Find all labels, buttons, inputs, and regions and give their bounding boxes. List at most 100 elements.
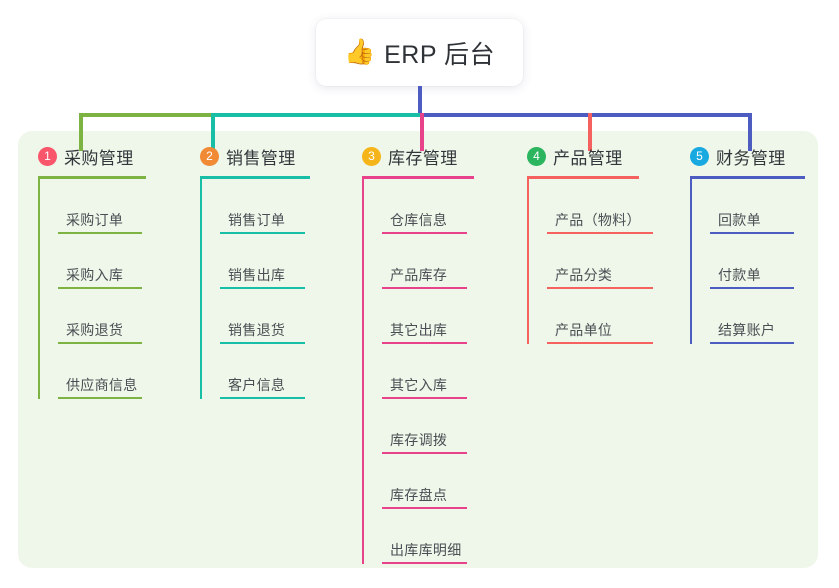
leaf-label: 回款单 <box>718 212 761 228</box>
list-item[interactable]: 产品（物料） <box>547 179 682 234</box>
leaf-spine-2 <box>200 179 202 399</box>
leaf-label: 销售出库 <box>228 267 286 283</box>
branch-badge-3: 3 <box>362 146 381 166</box>
branch-rule-5 <box>690 176 805 179</box>
branch-column-4: 4 产品管理 产品（物料） 产品分类 产品单位 <box>527 143 682 344</box>
branch-title-1: 采购管理 <box>64 148 134 168</box>
leaf-rule <box>382 232 467 234</box>
list-item[interactable]: 销售出库 <box>220 234 348 289</box>
leaf-rule <box>220 287 305 289</box>
bus-segment-teal <box>211 113 420 117</box>
list-item[interactable]: 销售退货 <box>220 289 348 344</box>
branch-rule-1 <box>38 176 146 179</box>
leaf-label: 库存调拨 <box>390 432 448 448</box>
leaf-rule <box>382 397 467 399</box>
leaf-label: 其它出库 <box>390 322 448 338</box>
leaf-rule <box>382 342 467 344</box>
leaf-label: 采购入库 <box>66 267 124 283</box>
branch-header-3[interactable]: 3 库存管理 <box>362 143 512 169</box>
list-item[interactable]: 结算账户 <box>710 289 835 344</box>
leaf-list-3: 仓库信息 产品库存 其它出库 其它入库 库存调拨 库存盘点 出库库明细 <box>362 179 512 564</box>
leaf-label: 销售订单 <box>228 212 286 228</box>
branch-column-5: 5 财务管理 回款单 付款单 结算账户 <box>690 143 835 344</box>
list-item[interactable]: 采购订单 <box>58 179 188 234</box>
list-item[interactable]: 产品单位 <box>547 289 682 344</box>
branch-title-2: 销售管理 <box>226 148 296 168</box>
list-item[interactable]: 库存盘点 <box>382 454 512 509</box>
bus-segment-green <box>79 113 211 117</box>
leaf-spine-5 <box>690 179 692 344</box>
leaf-rule <box>710 342 794 344</box>
branch-column-3: 3 库存管理 仓库信息 产品库存 其它出库 其它入库 库存调拨 库存盘点 <box>362 143 512 564</box>
list-item[interactable]: 仓库信息 <box>382 179 512 234</box>
leaf-rule <box>710 287 794 289</box>
leaf-rule <box>220 232 305 234</box>
bus-segment-blue <box>420 113 752 117</box>
leaf-spine-4 <box>527 179 529 344</box>
leaf-spine-3 <box>362 179 364 564</box>
list-item[interactable]: 客户信息 <box>220 344 348 399</box>
leaf-rule <box>58 397 142 399</box>
drop-connector-5 <box>748 113 752 151</box>
list-item[interactable]: 产品库存 <box>382 234 512 289</box>
drop-connector-2 <box>211 113 215 151</box>
branch-header-4[interactable]: 4 产品管理 <box>527 143 682 169</box>
leaf-rule <box>382 287 467 289</box>
leaf-rule <box>710 232 794 234</box>
branch-badge-5: 5 <box>690 146 709 166</box>
root-stem-connector <box>418 86 422 114</box>
leaf-label: 库存盘点 <box>390 487 448 503</box>
leaf-rule <box>220 397 305 399</box>
leaf-list-4: 产品（物料） 产品分类 产品单位 <box>527 179 682 344</box>
branch-badge-4: 4 <box>527 146 546 166</box>
list-item[interactable]: 回款单 <box>710 179 835 234</box>
leaf-label: 出库库明细 <box>390 542 462 558</box>
leaf-label: 产品（物料） <box>555 212 641 228</box>
leaf-rule <box>382 507 467 509</box>
list-item[interactable]: 付款单 <box>710 234 835 289</box>
thumbs-up-icon: 👍 <box>343 38 376 66</box>
leaf-label: 产品分类 <box>555 267 613 283</box>
branch-title-4: 产品管理 <box>553 148 623 168</box>
leaf-rule <box>58 342 142 344</box>
leaf-label: 供应商信息 <box>66 377 138 393</box>
leaf-rule <box>58 287 142 289</box>
leaf-rule <box>547 342 653 344</box>
leaf-rule <box>547 232 653 234</box>
list-item[interactable]: 其它出库 <box>382 289 512 344</box>
leaf-rule <box>382 452 467 454</box>
root-node[interactable]: 👍 ERP 后台 <box>316 19 523 86</box>
branch-header-5[interactable]: 5 财务管理 <box>690 143 835 169</box>
list-item[interactable]: 库存调拨 <box>382 399 512 454</box>
leaf-label: 付款单 <box>718 267 761 283</box>
leaf-rule <box>58 232 142 234</box>
leaf-label: 产品库存 <box>390 267 448 283</box>
list-item[interactable]: 其它入库 <box>382 344 512 399</box>
list-item[interactable]: 产品分类 <box>547 234 682 289</box>
branch-header-1[interactable]: 1 采购管理 <box>38 143 188 169</box>
leaf-label: 采购订单 <box>66 212 124 228</box>
leaf-rule <box>220 342 305 344</box>
leaf-label: 销售退货 <box>228 322 286 338</box>
list-item[interactable]: 出库库明细 <box>382 509 512 564</box>
branch-rule-3 <box>362 176 474 179</box>
list-item[interactable]: 销售订单 <box>220 179 348 234</box>
list-item[interactable]: 供应商信息 <box>58 344 188 399</box>
branch-rule-4 <box>527 176 639 179</box>
branch-badge-1: 1 <box>38 146 57 166</box>
leaf-rule <box>547 287 653 289</box>
drop-connector-4 <box>588 113 592 151</box>
root-node-title: ERP 后台 <box>384 40 496 69</box>
list-item[interactable]: 采购退货 <box>58 289 188 344</box>
leaf-rule <box>382 562 467 564</box>
leaf-label: 其它入库 <box>390 377 448 393</box>
branch-header-2[interactable]: 2 销售管理 <box>200 143 348 169</box>
leaf-list-5: 回款单 付款单 结算账户 <box>690 179 835 344</box>
leaf-label: 结算账户 <box>718 322 776 338</box>
leaf-spine-1 <box>38 179 40 399</box>
drop-connector-3 <box>420 113 424 151</box>
branch-title-3: 库存管理 <box>388 148 458 168</box>
branch-title-5: 财务管理 <box>716 148 786 168</box>
list-item[interactable]: 采购入库 <box>58 234 188 289</box>
branch-rule-2 <box>200 176 310 179</box>
